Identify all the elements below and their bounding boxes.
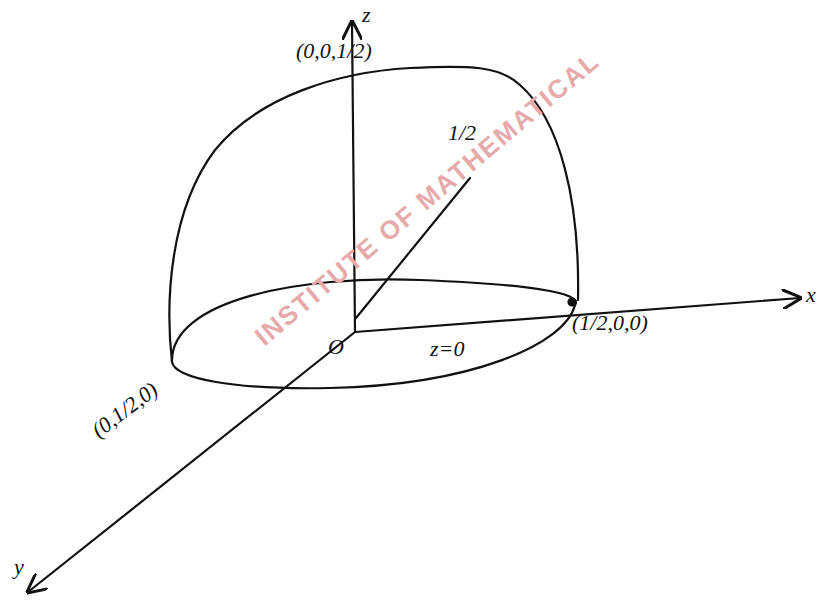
- point-marker: [569, 299, 576, 306]
- axis-name: y: [14, 556, 24, 578]
- axis-name: x: [806, 284, 816, 306]
- point-coordinate: (1/2,0,0): [572, 312, 648, 334]
- axis-name: z: [362, 4, 371, 26]
- watermark: INSTITUTE OF MATHEMATICAL: [250, 47, 604, 350]
- z-axis: [352, 22, 355, 332]
- point-coordinate: (0,0,1/2): [296, 40, 372, 62]
- plane-equation: z=0: [430, 338, 464, 360]
- y-axis: [28, 332, 355, 592]
- radius-value: 1/2: [448, 122, 476, 144]
- origin-label: O: [328, 336, 344, 358]
- point-coordinate: (0,1/2,0): [88, 378, 162, 441]
